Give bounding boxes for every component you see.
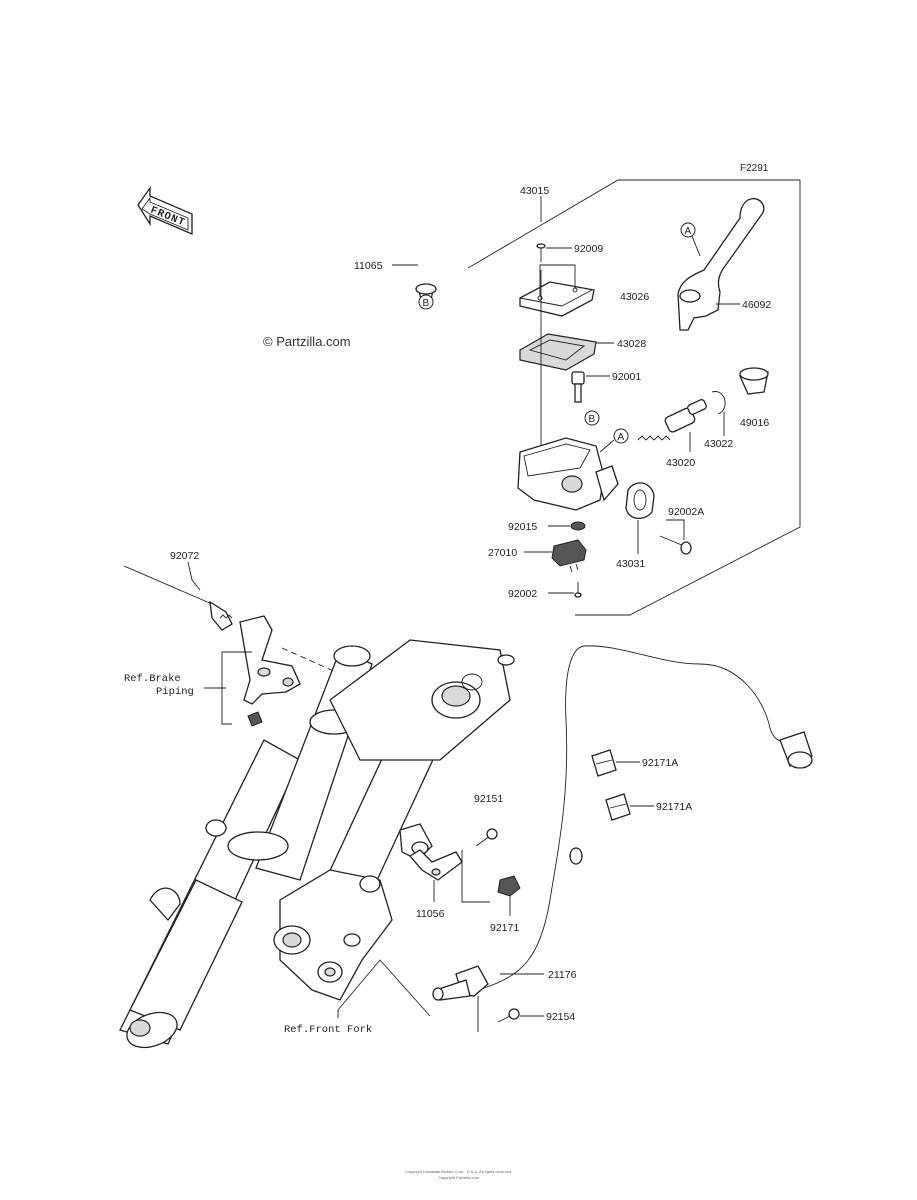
callout-a-body: A — [618, 432, 625, 443]
label-11065: 11065 — [354, 260, 383, 272]
label-92154: 92154 — [546, 1011, 575, 1023]
leader-ref-brake — [221, 652, 232, 725]
leader-43026 — [539, 264, 576, 296]
callout-b-body-circle — [584, 410, 600, 426]
bracket-11056 — [409, 849, 463, 881]
diagram-code: F2291 — [740, 163, 769, 174]
label-43020: 43020 — [666, 457, 695, 469]
bolt-92002A — [659, 535, 692, 555]
label-92171: 92171 — [490, 922, 519, 934]
label-43028: 43028 — [617, 338, 646, 350]
clip-92171A-1 — [591, 749, 617, 777]
leader-a-lever — [691, 235, 701, 257]
label-43015: 43015 — [520, 185, 549, 197]
watermark: © Partzilla.com — [263, 334, 351, 349]
label-92171A-2: 92171A — [656, 801, 692, 813]
label-43031: 43031 — [616, 558, 645, 570]
reservoir-cap-43026 — [519, 281, 595, 317]
abs-sensor-21176 — [432, 645, 813, 1001]
screw-92002 — [574, 582, 582, 598]
label-92015: 92015 — [508, 521, 537, 533]
label-21176: 21176 — [548, 969, 577, 981]
label-92002: 92002 — [508, 588, 537, 600]
label-92001: 92001 — [612, 371, 641, 383]
label-92009: 92009 — [574, 243, 603, 255]
brake-piping-bracket — [239, 615, 301, 727]
leader-ref-fork — [337, 959, 431, 1018]
leader-a-body — [599, 439, 615, 453]
clip-92171 — [497, 875, 521, 897]
diaphragm-43028 — [519, 333, 597, 371]
callout-a-lever-circle — [680, 222, 696, 238]
ref-front-fork: Ref.Front Fork — [284, 1024, 372, 1036]
label-43022: 43022 — [704, 438, 733, 450]
label-27010: 27010 — [488, 547, 517, 559]
bolt-92001 — [571, 371, 585, 403]
assembly-outline — [467, 179, 801, 616]
front-fork-assembly — [119, 639, 515, 1049]
circlip-43022 — [711, 391, 726, 415]
master-cylinder-body — [517, 437, 619, 511]
label-46092: 46092 — [742, 299, 771, 311]
label-11056: 11056 — [416, 908, 445, 920]
screw-92009 — [536, 243, 546, 262]
front-arrow-icon: FRONT — [137, 185, 193, 235]
label-49016: 49016 — [740, 417, 769, 429]
piston-kit-43020 — [637, 399, 707, 441]
leader-92002A — [666, 519, 685, 540]
callout-a-body-circle — [613, 428, 629, 444]
footer-line-1: Copyright Kawasaki Motors Corp., U.S.A. … — [404, 1169, 513, 1174]
label-92002A: 92002A — [668, 506, 704, 518]
ref-brake-piping-1: Ref.Brake — [124, 673, 181, 685]
ref-brake-piping-2: Piping — [156, 686, 194, 698]
leader-92072 — [187, 561, 201, 591]
label-43026: 43026 — [620, 291, 649, 303]
dust-boot-49016 — [739, 367, 769, 395]
callout-b-cap: B — [423, 298, 430, 309]
footer-line-2: Copyright Partzilla.com — [437, 1175, 480, 1180]
label-92171A-1: 92171A — [642, 757, 678, 769]
callout-b-body: B — [589, 414, 596, 425]
label-92072: 92072 — [170, 550, 199, 562]
brake-lever-46092 — [677, 198, 765, 331]
nut-92015 — [570, 521, 586, 531]
callout-b-circle — [418, 294, 434, 310]
brake-hose-bolt-92072 — [123, 565, 233, 631]
clip-92171A-2 — [605, 793, 631, 821]
clamp-43031 — [625, 482, 655, 519]
brake-switch-27010 — [551, 539, 587, 573]
bolt-92154 — [497, 1008, 520, 1023]
bolt-92151 — [475, 828, 498, 847]
label-92151: 92151 — [474, 793, 503, 805]
callout-a-lever: A — [685, 226, 692, 237]
